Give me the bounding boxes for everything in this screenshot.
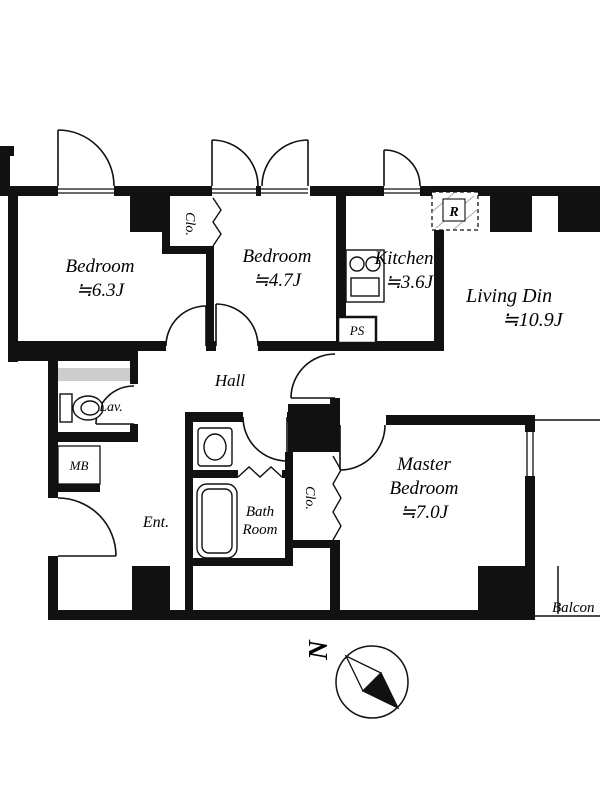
- closet1-label: Clo.: [182, 212, 197, 236]
- master-size: ≒7.0J: [400, 502, 450, 523]
- ps-label: PS: [349, 323, 365, 338]
- ent-label: Ent.: [142, 514, 169, 531]
- living-label: Living Din: [465, 285, 552, 307]
- fridge-label: R: [448, 205, 458, 220]
- refrigerator-space: [431, 191, 479, 231]
- bedroom1-size: ≒6.3J: [76, 280, 126, 301]
- closet2-bifold: [332, 455, 342, 541]
- stove-burner: [349, 256, 365, 272]
- window-swing-1: [57, 129, 115, 187]
- bath-label-line1: Bath: [246, 504, 274, 520]
- bedroom2-size: ≒4.7J: [253, 270, 303, 291]
- compass-needle-south: [361, 671, 400, 710]
- bathtub-inner: [201, 488, 233, 554]
- mb-label: MB: [69, 458, 89, 473]
- door-master: [339, 424, 386, 471]
- hall-label: Hall: [214, 371, 246, 390]
- toilet-tank: [59, 393, 73, 423]
- door-bedroom1: [165, 305, 207, 347]
- lav-label: Lav.: [98, 400, 122, 415]
- compass-circle: [335, 645, 409, 719]
- closet1-bifold: [212, 197, 222, 247]
- kitchen-label: Kitchen: [373, 248, 433, 269]
- living-size: ≒10.9J: [502, 309, 564, 331]
- toilet-bowl-inner: [80, 400, 100, 416]
- door-washroom: [242, 416, 288, 462]
- door-swing-arcs: [57, 129, 421, 557]
- window-frames: [58, 188, 534, 476]
- room-labels: Bedroom ≒6.3J Clo. Bedroom ≒4.7J Kitchen…: [66, 205, 595, 616]
- bath-label-line2: Room: [242, 522, 278, 538]
- washbasin-bowl: [203, 433, 227, 461]
- mb-box: [57, 445, 101, 485]
- kitchen-sink: [350, 277, 380, 297]
- kitchen-size: ≒3.6J: [385, 272, 435, 293]
- balcony-label: Balcon: [552, 600, 595, 616]
- walls: [0, 146, 600, 620]
- lav-counter: [58, 368, 130, 381]
- bath-folding-door: [237, 466, 283, 478]
- compass-north-label: N: [303, 639, 333, 661]
- door-bedroom2: [215, 303, 259, 347]
- closet2-label: Clo.: [302, 486, 317, 510]
- bedroom2-label: Bedroom: [243, 246, 312, 267]
- window-swing-3: [261, 139, 309, 187]
- folding-doors: [212, 197, 342, 541]
- window-swing-4: [383, 149, 421, 187]
- balcony-railing: [535, 419, 600, 617]
- master-label-line2: Bedroom: [390, 478, 459, 499]
- window-swing-2: [211, 139, 259, 187]
- ps-box: [336, 315, 378, 345]
- master-label-line1: Master: [396, 454, 451, 475]
- bedroom1-label: Bedroom: [66, 256, 135, 277]
- door-living: [290, 353, 336, 399]
- stove-burner: [365, 256, 381, 272]
- door-entrance: [57, 497, 117, 557]
- compass: N: [303, 639, 409, 719]
- fixtures: [57, 249, 385, 559]
